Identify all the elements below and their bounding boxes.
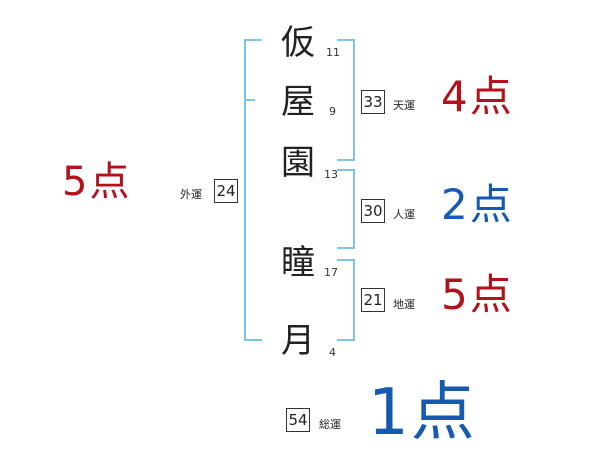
gaiun-value: 24 [214,179,238,203]
name-char-4: 瞳 [281,243,315,283]
name-char-2: 屋 [281,82,315,122]
souun-label: 総運 [319,418,341,431]
souun-score: 1点 [368,376,477,450]
tenun-score: 4点 [441,72,514,121]
name-char-1: 仮 [281,23,315,63]
souun-value: 54 [286,408,310,432]
chiun-bracket [337,259,355,341]
stroke-count-3: 13 [324,168,338,181]
stroke-count-1: 11 [326,46,340,59]
jinun-bracket [337,169,355,249]
gaiun-label: 外運 [180,188,202,201]
name-char-3: 園 [281,143,315,183]
stroke-count-4: 17 [324,266,338,279]
stroke-count-2: 9 [329,105,336,118]
name-char-5: 月 [281,321,315,361]
chiun-label: 地運 [393,298,415,311]
jinun-value: 30 [361,199,385,223]
chiun-value: 21 [361,288,385,312]
tenun-label: 天運 [393,99,415,112]
stroke-count-5: 4 [329,346,336,359]
tenun-value: 33 [361,90,385,114]
gaiun-score: 5点 [62,159,132,205]
chiun-score: 5点 [441,270,514,319]
jinun-label: 人運 [393,208,415,221]
tenun-bracket [337,39,355,161]
jinun-score: 2点 [441,180,514,229]
outer-bracket [244,39,262,341]
